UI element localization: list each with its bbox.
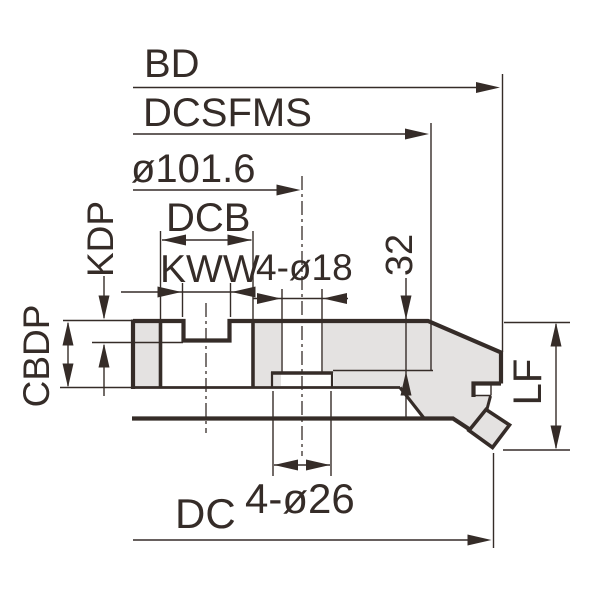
dcsfms-arrow: [405, 128, 429, 140]
label-dc: DC: [175, 490, 236, 537]
label-pitch-diameter: ø101.6: [131, 147, 256, 191]
left-ring-section: [134, 322, 159, 387]
bottom-profile: [132, 416, 472, 432]
dc-arrow: [467, 534, 492, 546]
pitch-dia-arrow: [276, 184, 301, 196]
label-lf: LF: [506, 359, 550, 406]
label-flange-depth: 32: [379, 234, 421, 276]
label-front-holes: 4-ø18: [256, 247, 353, 288]
cutting-insert: [466, 407, 513, 450]
label-kdp: KDP: [80, 201, 121, 277]
centerlines: [205, 176, 303, 456]
label-dcb: DCB: [166, 196, 250, 240]
body-right-section: [323, 322, 499, 429]
label-bd: BD: [144, 42, 200, 86]
label-dcsfms: DCSFMS: [143, 91, 312, 135]
part-outline: [130, 318, 513, 450]
label-kww: KWW: [160, 248, 260, 291]
bd-arrow: [476, 82, 500, 93]
mid-hub-section: [255, 322, 281, 386]
dimension-labels: BD DCSFMS ø101.6 DCB KWW 4-ø18 32 KDP CB…: [16, 42, 550, 537]
label-back-holes: 4-ø26: [245, 475, 355, 522]
label-cbdp: CBDP: [16, 305, 57, 408]
dimension-arrows: [62, 82, 562, 546]
top-profile: [133, 318, 504, 384]
pocket-notch: [471, 381, 501, 397]
dimension-lines: [60, 74, 570, 548]
